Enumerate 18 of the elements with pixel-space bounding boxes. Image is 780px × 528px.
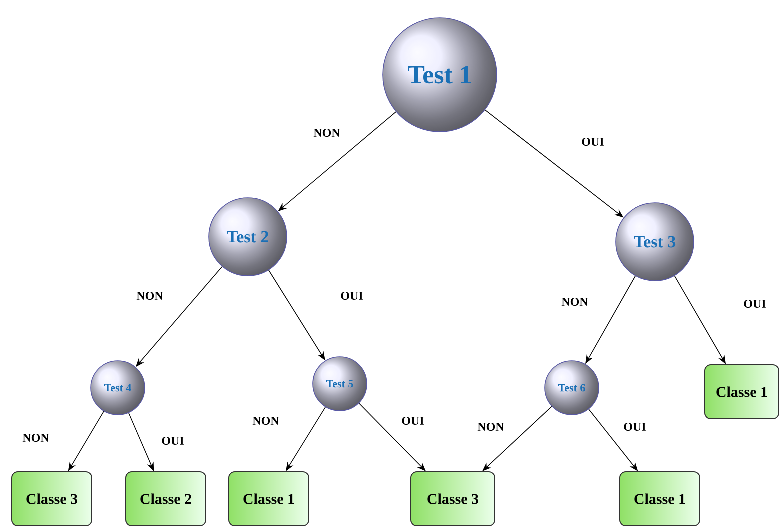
edge-label: NON xyxy=(314,128,340,138)
edge-label: NON xyxy=(22,434,50,442)
edge-label: NON xyxy=(478,422,504,431)
class-box: Classe 1 xyxy=(620,471,700,526)
edge-label: OUI xyxy=(582,138,604,146)
edge-label: OUI xyxy=(162,436,184,445)
edge-label: OUI xyxy=(341,292,363,300)
class-box: Classe 1 xyxy=(228,471,310,526)
edge-label: NON xyxy=(562,298,588,306)
class-box: Classe 3 xyxy=(12,471,92,526)
edge-label: NON xyxy=(136,292,164,300)
class-box: Classe 1 xyxy=(704,364,780,420)
class-box: Classe 2 xyxy=(126,471,206,526)
edge-label: OUI xyxy=(744,300,766,308)
edge-label: OUI xyxy=(402,416,424,425)
edge-label: OUI xyxy=(624,422,646,431)
edge-label: NON xyxy=(252,416,280,425)
class-box: Classe 3 xyxy=(410,471,496,526)
